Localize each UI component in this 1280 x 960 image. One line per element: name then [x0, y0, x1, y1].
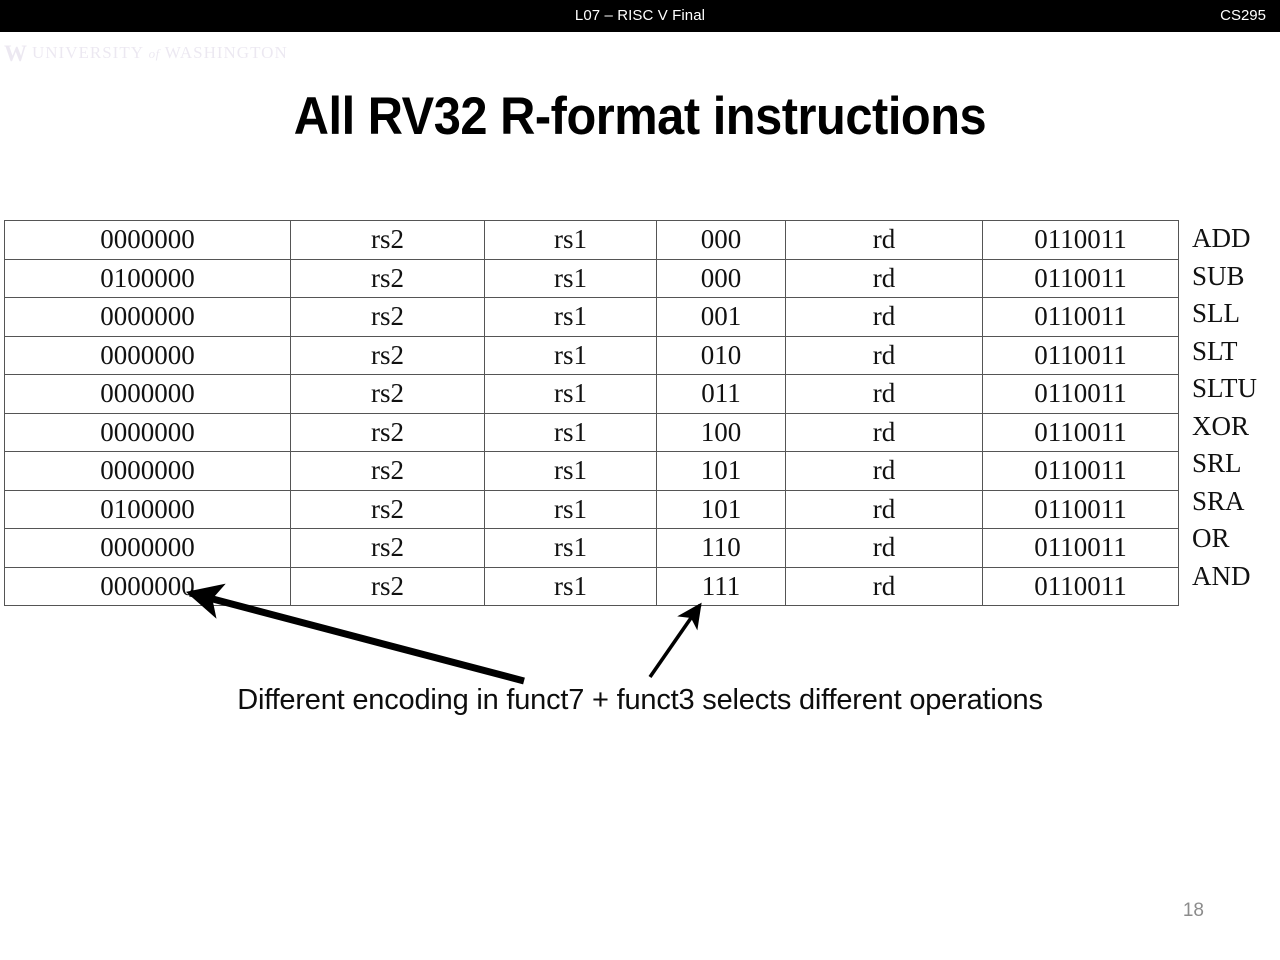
cell-rs2: rs2 — [290, 412, 485, 452]
watermark-of: of — [148, 46, 160, 61]
lecture-title: L07 – RISC V Final — [574, 7, 706, 24]
cell-rs2: rs2 — [290, 258, 485, 298]
cell-rd: rd — [785, 335, 983, 375]
course-code: CS295 — [1220, 7, 1266, 24]
cell-rs1: rs1 — [484, 297, 657, 337]
cell-rd: rd — [785, 489, 983, 529]
cell-funct7: 0000000 — [4, 220, 291, 260]
cell-rd: rd — [785, 258, 983, 298]
mnemonic-label-column: ADD SUB SLL SLT SLTU XOR SRL SRA OR AND — [1192, 220, 1280, 595]
cell-opcode: 0110011 — [982, 297, 1179, 337]
cell-rs2: rs2 — [290, 335, 485, 375]
cell-rs1: rs1 — [484, 489, 657, 529]
cell-funct3: 001 — [656, 297, 786, 337]
cell-funct7: 0000000 — [4, 335, 291, 375]
cell-funct3: 000 — [656, 258, 786, 298]
cell-rd: rd — [785, 297, 983, 337]
instruction-mnemonic: SRL — [1192, 448, 1242, 478]
cell-funct3: 011 — [656, 374, 786, 414]
arrow-to-funct7 — [185, 583, 525, 685]
cell-rs1: rs1 — [484, 374, 657, 414]
instruction-mnemonic: ADD — [1192, 223, 1251, 253]
cell-rs2: rs2 — [290, 566, 485, 606]
cell-opcode: 0110011 — [982, 335, 1179, 375]
watermark-university: UNIVERSITY — [32, 43, 144, 62]
cell-opcode: 0110011 — [982, 528, 1179, 568]
cell-rd: rd — [785, 220, 983, 260]
cell-funct3: 101 — [656, 489, 786, 529]
cell-funct3: 101 — [656, 451, 786, 491]
page-title: All RV32 R-format instructions — [293, 87, 987, 146]
cell-rs2: rs2 — [290, 528, 485, 568]
cell-rs1: rs1 — [484, 528, 657, 568]
slide-header-bar: L07 – RISC V Final CS295 — [0, 0, 1280, 32]
instruction-mnemonic: OR — [1192, 523, 1230, 553]
cell-funct7: 0000000 — [4, 528, 291, 568]
cell-rs1: rs1 — [484, 258, 657, 298]
cell-funct7: 0000000 — [4, 374, 291, 414]
cell-rd: rd — [785, 566, 983, 606]
slide-page-number: 18 — [1182, 900, 1204, 921]
instruction-mnemonic: AND — [1192, 560, 1251, 591]
cell-funct7: 0000000 — [4, 451, 291, 491]
cell-rd: rd — [785, 528, 983, 568]
cell-opcode: 0110011 — [982, 451, 1179, 491]
cell-rs2: rs2 — [290, 489, 485, 529]
cell-funct3: 100 — [656, 412, 786, 452]
cell-rs1: rs1 — [484, 451, 657, 491]
watermark-washington: WASHINGTON — [164, 43, 288, 62]
cell-funct3: 000 — [656, 220, 786, 260]
annotation-caption: Different encoding in funct7 + funct3 se… — [237, 684, 1043, 716]
cell-opcode: 0110011 — [982, 566, 1179, 606]
cell-rs2: rs2 — [290, 374, 485, 414]
instruction-mnemonic: SLTU — [1192, 373, 1258, 403]
cell-rd: rd — [785, 374, 983, 414]
cell-funct7: 0000000 — [4, 412, 291, 452]
instruction-mnemonic: SRA — [1192, 485, 1245, 516]
cell-funct3: 010 — [656, 335, 786, 375]
cell-funct7: 0100000 — [4, 258, 291, 298]
cell-funct3: 111 — [656, 566, 786, 606]
cell-rd: rd — [785, 451, 983, 491]
instruction-mnemonic: XOR — [1192, 410, 1250, 441]
cell-funct7: 0000000 — [4, 566, 291, 606]
cell-rd: rd — [785, 412, 983, 452]
uw-logo-watermark: W UNIVERSITY of WASHINGTON — [4, 38, 324, 68]
instruction-mnemonic: SLT — [1192, 335, 1238, 366]
arrow-to-funct3 — [648, 602, 702, 679]
cell-rs2: rs2 — [290, 220, 485, 260]
watermark-text: UNIVERSITY of WASHINGTON — [32, 43, 288, 63]
cell-rs1: rs1 — [484, 220, 657, 260]
cell-rs2: rs2 — [290, 297, 485, 337]
cell-opcode: 0110011 — [982, 258, 1179, 298]
cell-opcode: 0110011 — [982, 374, 1179, 414]
cell-funct3: 110 — [656, 528, 786, 568]
instruction-mnemonic: SLL — [1192, 298, 1241, 328]
cell-opcode: 0110011 — [982, 220, 1179, 260]
cell-opcode: 0110011 — [982, 412, 1179, 452]
cell-rs1: rs1 — [484, 412, 657, 452]
uw-w-mark-icon: W — [4, 40, 27, 66]
cell-opcode: 0110011 — [982, 489, 1179, 529]
instruction-mnemonic: SUB — [1192, 260, 1245, 291]
cell-funct7: 0000000 — [4, 297, 291, 337]
cell-rs2: rs2 — [290, 451, 485, 491]
cell-rs1: rs1 — [484, 566, 657, 606]
cell-funct7: 0100000 — [4, 489, 291, 529]
cell-rs1: rs1 — [484, 335, 657, 375]
